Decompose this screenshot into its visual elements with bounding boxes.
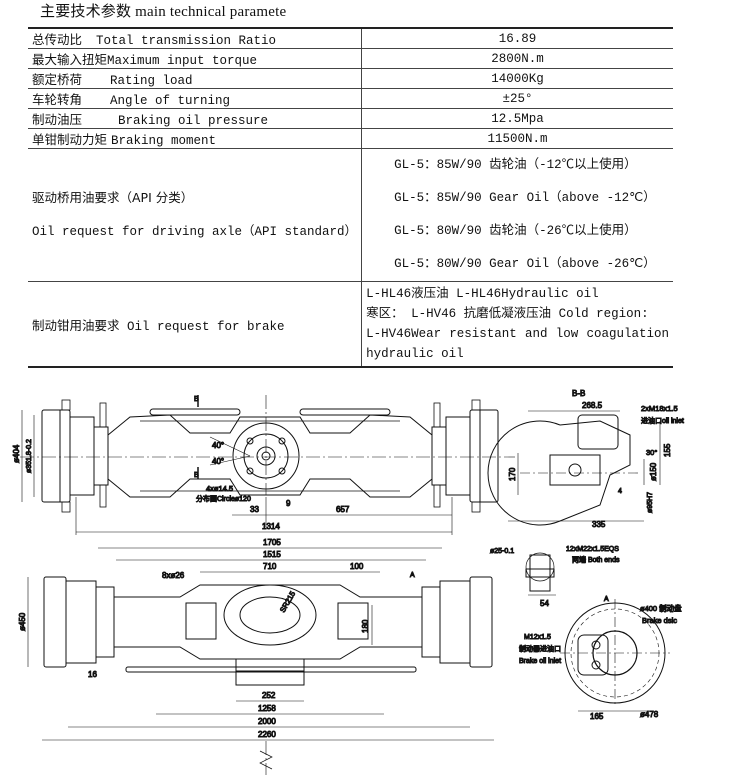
dim-478: ø478 [640,710,659,719]
dim-25: ø25-0.1 [490,548,514,555]
view-a-title: A [604,596,609,603]
section-mark-b-bottom: B [194,472,199,479]
holes-note: 8xø26 [162,571,185,580]
spec-label-zh: 车轮转角 [32,92,83,107]
dim-180: 180 [361,619,370,633]
dim-2260: 2260 [258,730,276,739]
dim-657: 657 [336,505,350,514]
disc-label-en: Brake dsic [642,616,677,625]
oil-brake-line: 寒区： L-HV46 抗磨低凝液压油 Cold region: [366,307,649,321]
dim-sr215: SR215 [278,590,297,614]
stud-ends: 两端 Both ends [572,555,620,564]
oil-brake-values: L-HL46液压油 L-HL46Hydraulic oil 寒区： L-HV46… [361,281,673,368]
dim-335: 335 [592,520,606,529]
table-row: 额定桥荷 Rating load 14000Kg [28,68,673,89]
spec-label-en: Braking moment [111,134,217,148]
dim-710: 710 [263,562,277,571]
spec-value: 16.89 [361,27,673,49]
section-b-b: B-B 268.5 2xM18x1.5 进油口oil inlet 30° 155… [487,389,684,530]
dim-450: ø450 [18,612,27,631]
inlet-zh: 制动器进油口 [519,644,561,653]
dim-54: 54 [540,599,549,608]
dim-351: ø351.8-0.2 [26,439,33,473]
spec-value: 11500N.m [361,128,673,149]
dim-33: 33 [250,505,259,514]
spec-label-en: Maximum input torque [107,54,258,68]
dim-4: 4 [618,488,622,495]
section-title: B-B [572,389,585,398]
table-row: 驱动桥用油要求（API 分类） Oil request for driving … [28,148,673,282]
spec-value: 2800N.m [361,48,673,69]
spec-label-en: Rating load [110,74,193,88]
spec-label-en: Total transmission Ratio [96,34,277,48]
oil-axle-label-en: Oil request for driving axle（API standar… [32,225,358,239]
disc-label: ø400 制动盘 [640,603,682,613]
dim-268: 268.5 [582,401,603,410]
spec-value: 12.5Mpa [361,108,673,129]
dim-100: 100 [350,562,364,571]
oil-axle-line: GL-5：80W/90 Gear Oil（above -26℃） [394,257,656,271]
spec-label-zh: 制动油压 [32,112,83,127]
view-a-mark: A [410,572,415,579]
page-title: 主要技术参数 main technical paramete [40,4,287,20]
dim-404: ø404 [12,444,21,463]
front-view: 1705 1515 710 100 8xø26 A SR215 [18,538,494,775]
spec-label-zh: 最大输入扭矩 [32,52,108,67]
oil-brake-label: 制动钳用油要求 Oil request for brake [28,281,363,368]
dim-9: 9 [286,499,291,508]
angle-30: 30° [646,448,657,457]
dim-170: 170 [508,467,517,481]
table-row: 车轮转角 Angle of turning ±25° [28,88,673,109]
angle-label: 40° [212,457,224,466]
thread-note: 2xM18x1.5 [641,404,678,413]
table-row: 制动油压 Braking oil pressure 12.5Mpa [28,108,673,129]
dim-150: ø150 [649,462,658,481]
oil-brake-line: L-HV46Wear resistant and low coagulation [366,327,669,341]
dim-1314: 1314 [262,522,280,531]
inlet-thread: M12x1.5 [524,634,551,641]
oil-axle-label-zh: 驱动桥用油要求（API 分类） [32,190,194,205]
spec-label-zh: 总传动比 [32,32,83,47]
section-mark-b-top: B [194,396,199,403]
spec-label-zh: 单钳制动力矩 [32,132,108,147]
table-row: 最大输入扭矩Maximum input torque 2800N.m [28,48,673,69]
spec-label-en: Angle of turning [110,94,231,108]
spec-table: 总传动比 Total transmission Ratio 16.89 最大输入扭… [28,27,673,368]
spec-value: 14000Kg [361,68,673,89]
dim-1258: 1258 [258,704,276,713]
axle-drawing: B B 40° 40° ø404 ø351.8-0.2 4xø14.5 分布圆C… [12,389,684,775]
view-a: A ø400 制动盘 Brake dsic M12x1.5 制动器进油口 Bra… [519,596,683,722]
stud-thread: 12xM22x1.5EQS [566,546,619,553]
oil-axle-line: GL-5：85W/90 Gear Oil（above -12℃） [394,191,656,205]
dim-1515: 1515 [263,550,281,559]
oil-inlet-note: 进油口oil inlet [641,416,684,425]
spec-label-zh: 额定桥荷 [32,72,83,87]
dim-252: 252 [262,691,276,700]
table-row: 总传动比 Total transmission Ratio 16.89 [28,27,673,49]
oil-brake-line: hydraulic oil [366,347,464,361]
spec-value: ±25° [361,88,673,109]
spec-label-en: Braking oil pressure [118,114,269,128]
stud-detail: ø25-0.1 12xM22x1.5EQS 两端 Both ends 54 [490,546,621,609]
angle-label: 40° [212,441,224,450]
dim-2000: 2000 [258,717,276,726]
oil-brake-line: L-HL46液压油 L-HL46Hydraulic oil [366,287,599,301]
oil-axle-line: GL-5：80W/90 齿轮油（-26℃以上使用） [394,224,637,238]
dim-155: 155 [663,443,672,457]
bolt-note: 4xø14.5 [206,484,233,493]
inlet-en: Brake oil inlet [519,658,561,665]
dim-95: ø95H7 [647,492,654,513]
top-view: B B 40° 40° ø404 ø351.8-0.2 4xø14.5 分布圆C… [12,395,515,535]
oil-axle-line: GL-5：85W/90 齿轮油（-12℃以上使用） [394,158,637,172]
dim-1705: 1705 [263,538,281,547]
bolt-note: 分布圆Circleø120 [196,494,251,503]
dim-16: 16 [88,670,97,679]
table-row: 制动钳用油要求 Oil request for brake L-HL46液压油 … [28,281,673,368]
dim-165: 165 [590,712,604,721]
oil-axle-values: GL-5：85W/90 齿轮油（-12℃以上使用） GL-5：85W/90 Ge… [361,148,673,282]
